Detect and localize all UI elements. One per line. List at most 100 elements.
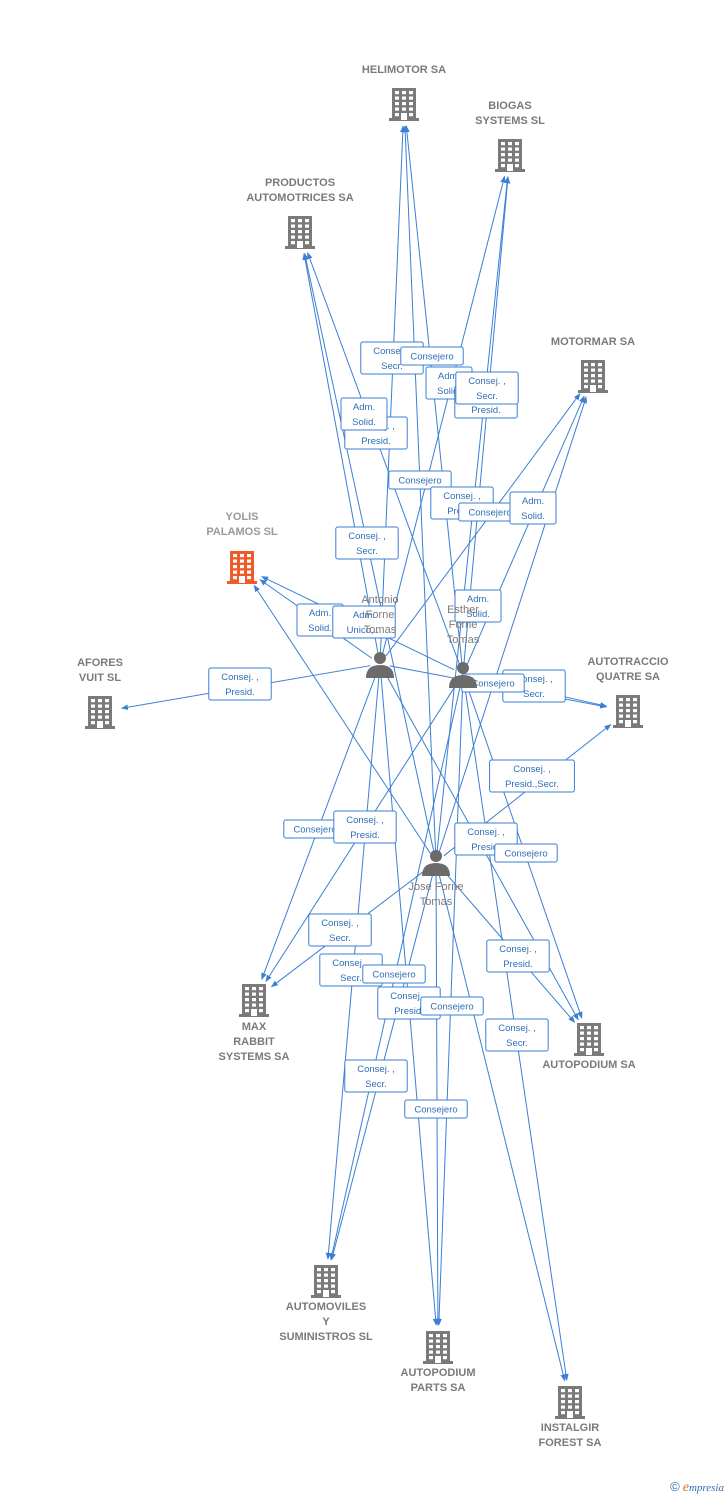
relation-label-antonio-afores[interactable]: Adm.Unico,... [332,605,396,639]
building-window [515,147,519,151]
building-window [508,142,512,146]
relation-label-esther-instalgir[interactable]: Consej. ,Secr. [485,1018,549,1052]
relation-label-text: Presid.,Secr. [505,779,559,790]
building-window [508,153,512,157]
relation-label-antonio-motormar[interactable]: Adm.Solid. [340,397,388,431]
building-window [245,1009,249,1013]
relation-label-text: Consej. , [373,346,411,357]
edge-jose-to-autopodiumparts [435,871,441,1326]
building-window [252,987,256,991]
node-label: SUMINISTROS SL [279,1331,373,1343]
relation-label-antonio-autotraccio[interactable]: Consej. ,Presid. [208,667,272,701]
building-window [633,720,637,724]
building-window [508,147,512,151]
building-window [240,554,244,558]
relation-label-text: Consejero [468,508,511,519]
relation-label-jose-autopodium[interactable]: Consejero [494,843,558,863]
building-window [633,703,637,707]
relation-label-antonio-autopodium[interactable]: Consej. ,Presid. [333,810,397,844]
relation-label-text: Adm. [353,610,375,621]
node-label: AFORES [77,657,123,669]
building-window [324,1279,328,1283]
building-window [240,565,244,569]
building-window [91,721,95,725]
building-door [435,1356,441,1363]
node-label: QUATRE SA [596,671,660,683]
building-window [429,1345,433,1349]
node-autopodium[interactable]: AUTOPODIUM SA [542,1023,636,1071]
building-window [584,363,588,367]
building-window [436,1334,440,1338]
relation-label-text: Consej. , [499,944,537,955]
relation-label-antonio-productos[interactable]: Consejero [388,470,452,490]
node-label: PALAMOS SL [206,526,278,538]
building-window [584,379,588,383]
brand-footer[interactable]: © empresia [670,1479,724,1496]
relation-label-antonio-yolis[interactable]: Adm.Solid. [509,491,557,525]
building-window [105,704,109,708]
building-window [575,1405,579,1409]
building-window [324,1273,328,1277]
relation-label-antonio-automoviles[interactable]: Consej. ,Presid. [486,939,550,973]
relation-label-text: Secr. [523,689,545,700]
relation-label-text: Consej. , [357,1064,395,1075]
node-motormar[interactable]: MOTORMAR SA [551,336,635,393]
building-window [598,385,602,389]
building-door [97,721,103,728]
building-icon [85,696,115,729]
building-window [259,1009,263,1013]
node-helimotor[interactable]: HELIMOTOR SA [362,64,446,121]
relation-label-antonio-biogas[interactable]: Adm.Solid. [454,589,502,623]
building-door [507,164,513,171]
building-window [105,715,109,719]
relation-label-box [420,996,484,1016]
building-window [591,374,595,378]
relation-label-jose-automoviles[interactable]: Consejero [362,964,426,984]
building-window [252,998,256,1002]
relation-label-esther-helimotor[interactable]: Consejero [400,346,464,366]
relation-label-jose-instalgir[interactable]: Consejero [404,1099,468,1119]
edge-jose-to-instalgir [437,871,566,1382]
relation-label-text: Adm. [522,496,544,507]
relation-label-esther-autopodiumparts[interactable]: Consej. ,Secr. [344,1059,408,1093]
relation-label-antonio-maxrabbit[interactable]: Consej. ,Presid.,Secr. [489,759,575,793]
building-window [245,987,249,991]
building-window [575,1400,579,1404]
building-icon [389,88,419,121]
building-window [619,703,623,707]
building-window [305,219,309,223]
building-door [586,1048,592,1055]
person-icon [422,850,450,876]
building-window [594,1037,598,1041]
building-window [259,998,263,1002]
building-window [259,1003,263,1007]
relation-label-jose-productos[interactable]: Consej. ,Secr. [335,526,399,560]
building-window [429,1350,433,1354]
relation-label-text: Presid. [471,405,501,416]
building-door [251,1009,257,1016]
building-window [584,368,588,372]
building-window [395,113,399,117]
node-label: FOREST SA [539,1437,602,1449]
relation-label-esther-motormar[interactable]: Consej. ,Secr. [455,371,519,405]
relation-label-jose-autopodiumparts[interactable]: Consejero [420,996,484,1016]
person-head [374,652,386,664]
building-window [626,714,630,718]
relation-label-esther-autopodium[interactable]: Consej. ,Secr. [308,913,372,947]
node-label: AUTOMOVILES [286,1301,366,1313]
node-label: Forne [449,619,478,631]
building-window [575,1394,579,1398]
building-window [305,230,309,234]
